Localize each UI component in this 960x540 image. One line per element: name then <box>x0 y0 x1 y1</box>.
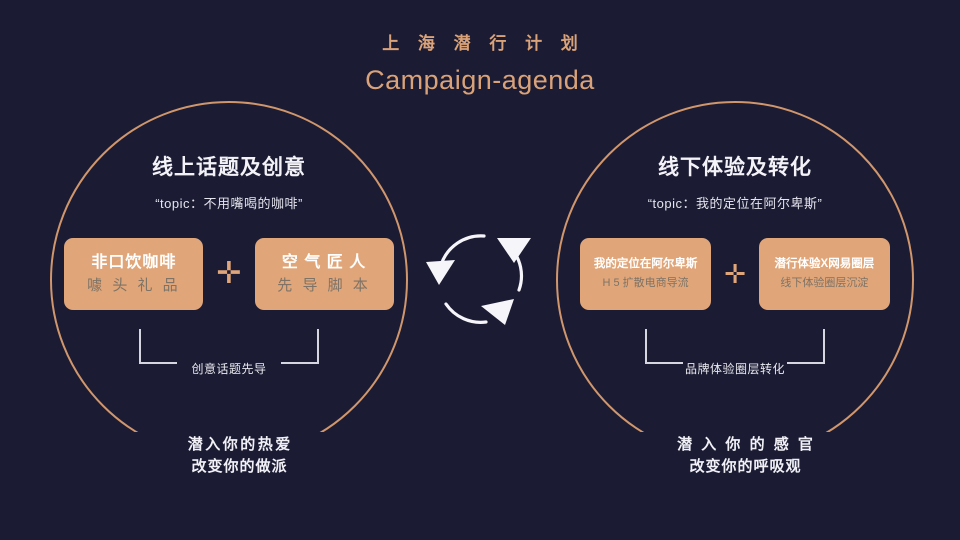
bracket-base-right <box>281 362 319 364</box>
panel-title-online: 线上话题及创意 <box>152 156 306 179</box>
tagline-line-1: 潜入你的热爱 <box>187 436 293 453</box>
bracket-base-left <box>645 362 683 364</box>
bracket-base-left <box>139 362 177 364</box>
key-box-main-text: 我的定位在阿尔卑斯 <box>593 258 698 271</box>
key-box-sub-text: H 5 扩散电商导流 <box>602 276 689 289</box>
tagline-line-2: 改变你的呼吸观 <box>689 457 802 475</box>
bracket-arm-left <box>645 329 647 362</box>
bracket-label-online: 创意话题先导 <box>191 362 267 376</box>
tagline-online: 潜入你的热爱 改变你的做派 <box>50 432 428 480</box>
box-row-online: 非口饮咖啡 噱 头 礼 品 ✛ 空 气 匠 人 先 导 脚 本 <box>50 238 408 310</box>
bracket-connector-online: 创意话题先导 <box>50 329 408 375</box>
cycle-arrowhead-3 <box>481 299 514 325</box>
cycle-arc-3 <box>444 302 488 324</box>
slide-header: 上 海 潜 行 计 划 Campaign-agenda <box>0 34 960 97</box>
key-box-online-2[interactable]: 空 气 匠 人 先 导 脚 本 <box>254 238 394 310</box>
cycle-arrowhead-2 <box>497 238 531 263</box>
key-box-main-text: 非口饮咖啡 <box>91 253 177 271</box>
key-box-sub-text: 噱 头 礼 品 <box>87 277 181 295</box>
cycle-arrows-svg <box>426 234 531 325</box>
plus-icon-online: ✛ <box>216 257 242 290</box>
bracket-label-offline: 品牌体验圈层转化 <box>684 362 785 376</box>
tagline-line-1: 潜 入 你 的 感 官 <box>677 436 816 453</box>
page-title-en: Campaign-agenda <box>365 65 595 96</box>
key-box-sub-text: 线下体验圈层沉淀 <box>780 276 869 289</box>
key-box-main-text: 空 气 匠 人 <box>281 253 367 271</box>
key-box-online-1[interactable]: 非口饮咖啡 噱 头 礼 品 <box>64 238 204 310</box>
panel-topic-online: “topic：不用嘴喝的咖啡” <box>155 196 303 211</box>
cycle-arrowheads <box>426 238 531 325</box>
bracket-arm-right <box>823 329 825 362</box>
panel-offline: 线下体验及转化 “topic：我的定位在阿尔卑斯” 我的定位在阿尔卑斯 H 5 … <box>556 101 914 459</box>
key-box-main-text: 潜行体验X网易圈层 <box>774 258 875 271</box>
panel-online: 线上话题及创意 “topic：不用嘴喝的咖啡” 非口饮咖啡 噱 头 礼 品 ✛ … <box>50 101 408 459</box>
key-box-offline-2[interactable]: 潜行体验X网易圈层 线下体验圈层沉淀 <box>758 238 890 310</box>
panel-title-offline: 线下体验及转化 <box>658 156 812 179</box>
key-box-sub-text: 先 导 脚 本 <box>277 277 371 295</box>
cycle-arrowhead-1 <box>426 260 455 285</box>
panel-topic-offline: “topic：我的定位在阿尔卑斯” <box>647 196 823 211</box>
cycle-arc-1 <box>439 234 486 267</box>
tagline-line-2: 改变你的做派 <box>191 457 288 475</box>
bracket-base-right <box>787 362 825 364</box>
page-title-cn: 上 海 潜 行 计 划 <box>382 34 585 53</box>
plus-icon-offline: ✛ <box>724 259 746 289</box>
box-row-offline: 我的定位在阿尔卑斯 H 5 扩散电商导流 ✛ 潜行体验X网易圈层 线下体验圈层沉… <box>556 238 914 310</box>
bracket-connector-offline: 品牌体验圈层转化 <box>556 329 914 375</box>
tagline-offline: 潜 入 你 的 感 官 改变你的呼吸观 <box>556 432 934 480</box>
bracket-arm-left <box>139 329 141 362</box>
bracket-arm-right <box>317 329 319 362</box>
cycle-arrows-icon <box>422 220 538 336</box>
key-box-offline-1[interactable]: 我的定位在阿尔卑斯 H 5 扩散电商导流 <box>580 238 712 310</box>
